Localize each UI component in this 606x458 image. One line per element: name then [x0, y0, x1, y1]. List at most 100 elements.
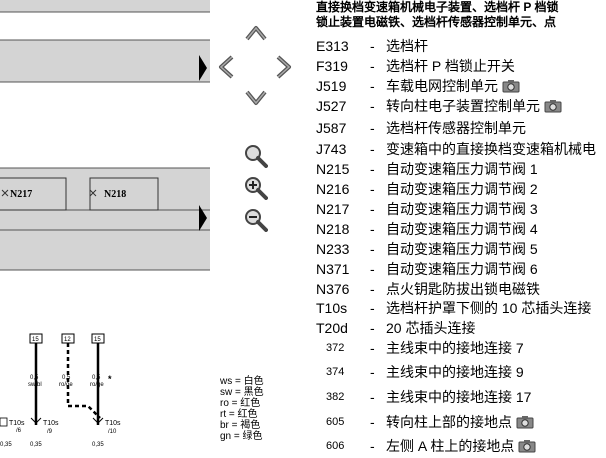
component-code: 372 [326, 342, 345, 354]
component-code: T10s [316, 300, 348, 316]
component-code: J527 [316, 98, 347, 114]
component-desc: 自动变速箱压力调节阀 1 [386, 161, 538, 177]
svg-text:0,35: 0,35 [30, 442, 42, 448]
fuse-box-3: 15 [91, 333, 105, 344]
zoom-in-icon[interactable] [244, 176, 268, 200]
separator: - [370, 201, 375, 217]
separator: - [370, 78, 375, 94]
title-line-1: 直接换档变速箱机械电子装置、选档杆 P 档锁 [316, 0, 559, 14]
fuse-box-2: 12 [61, 333, 75, 344]
zoom-fit-icon[interactable] [244, 144, 268, 168]
page-title: 直接换档变速箱机械电子装置、选档杆 P 档锁 锁止装置电磁铁、选档杆传感器控制单… [316, 0, 558, 30]
wire-2-bend [68, 404, 101, 419]
svg-text:/9: /9 [47, 429, 53, 435]
band-upper [0, 40, 210, 82]
separator: - [370, 241, 375, 257]
pan-right-icon[interactable] [276, 55, 292, 79]
zoom-out-icon[interactable] [244, 208, 268, 232]
component-desc: 主线束中的接地连接 9 [386, 364, 524, 380]
camera-icon[interactable] [518, 438, 536, 453]
svg-text:15: 15 [94, 337, 101, 343]
connector-t10s-2: /6 T10s /9 [16, 417, 59, 435]
separator: - [370, 389, 375, 405]
separator: - [370, 181, 375, 197]
separator: - [370, 364, 375, 380]
component-code: N217 [316, 201, 350, 217]
camera-icon[interactable] [544, 98, 562, 113]
component-desc: 自动变速箱压力调节阀 2 [386, 181, 538, 197]
svg-text:15: 15 [32, 337, 39, 343]
svg-text:0,5: 0,5 [62, 375, 71, 381]
fuse-box-1: 15 [29, 333, 43, 344]
band-lower [0, 230, 210, 270]
component-code: N371 [316, 261, 350, 277]
valve-n218-label: N218 [104, 189, 126, 200]
pan-up-icon[interactable] [245, 25, 267, 41]
component-desc: 转向柱电子装置控制单元 [386, 96, 562, 116]
component-desc: 点火钥匙防拔出锁电磁铁 [386, 281, 540, 297]
svg-text:T10s: T10s [105, 420, 121, 427]
component-code: N233 [316, 241, 350, 257]
component-code: N216 [316, 181, 350, 197]
connector-t10s-1: T10s [0, 417, 25, 427]
svg-text:ro/ge: ro/ge [59, 382, 73, 388]
separator: - [370, 141, 375, 157]
component-desc: 选档杆 P 档锁止开关 [386, 58, 515, 74]
svg-text:sw/bl: sw/bl [28, 382, 42, 388]
component-desc: 自动变速箱压力调节阀 5 [386, 241, 538, 257]
separator: - [370, 120, 375, 136]
separator: - [370, 161, 375, 177]
legend-br: br = 褐色 [220, 420, 261, 431]
camera-icon[interactable] [516, 414, 534, 429]
component-code: 605 [326, 416, 345, 428]
component-code: E313 [316, 38, 349, 54]
svg-text:0,35: 0,35 [92, 442, 104, 448]
component-code: 374 [326, 366, 345, 378]
expand-arrow-icon[interactable] [198, 55, 208, 81]
component-code: J743 [316, 141, 347, 157]
component-code: N376 [316, 281, 350, 297]
component-code: N218 [316, 221, 350, 237]
svg-text:0,35: 0,35 [0, 442, 12, 448]
color-legend: ws = 白色 sw = 黑色 ro = 红色 rt = 红色 br = 褐色 … [220, 376, 264, 442]
svg-text:T10s: T10s [43, 420, 59, 427]
separator: - [370, 281, 375, 297]
separator: - [370, 38, 375, 54]
separator: - [370, 261, 375, 277]
separator: - [370, 340, 375, 356]
component-desc: 选档杆 [386, 38, 428, 54]
component-desc: 主线束中的接地连接 7 [386, 340, 524, 356]
legend-ws: ws = 白色 [220, 376, 264, 387]
component-desc: 自动变速箱压力调节阀 3 [386, 201, 538, 217]
legend-rt: rt = 红色 [220, 409, 258, 420]
pan-down-icon[interactable] [245, 90, 267, 106]
separator: - [370, 438, 375, 454]
svg-text:*: * [108, 374, 112, 384]
component-desc: 选档杆传感器控制单元 [386, 120, 526, 136]
component-desc: 20 芯插头连接 [386, 320, 476, 336]
component-code: J519 [316, 78, 347, 94]
component-desc: 主线束中的接地连接 17 [386, 389, 532, 405]
band-top [0, 0, 210, 12]
component-code: 606 [326, 440, 345, 452]
component-desc: 左侧 A 柱上的接地点 [386, 436, 536, 456]
pan-left-icon[interactable] [218, 55, 234, 79]
svg-text:/10: /10 [108, 429, 117, 435]
valve-n217-label: N217 [10, 189, 32, 200]
svg-text:ro/ge: ro/ge [90, 382, 104, 388]
camera-icon[interactable] [502, 78, 520, 93]
component-code: T20d [316, 320, 348, 336]
valve-n217-box: N217 [0, 177, 67, 211]
separator: - [370, 320, 375, 336]
svg-text:0,5: 0,5 [30, 375, 39, 381]
valve-n218-box: N218 [89, 177, 159, 211]
separator: - [370, 221, 375, 237]
component-code: N215 [316, 161, 350, 177]
connector-t10s-3: T10s /10 [92, 417, 121, 435]
expand-arrow-lower-icon[interactable] [198, 205, 208, 231]
legend-gn: gn = 绿色 [220, 431, 263, 442]
separator: - [370, 58, 375, 74]
svg-text:T10s: T10s [9, 420, 25, 427]
component-code: J587 [316, 120, 347, 136]
svg-text:12: 12 [64, 337, 71, 343]
